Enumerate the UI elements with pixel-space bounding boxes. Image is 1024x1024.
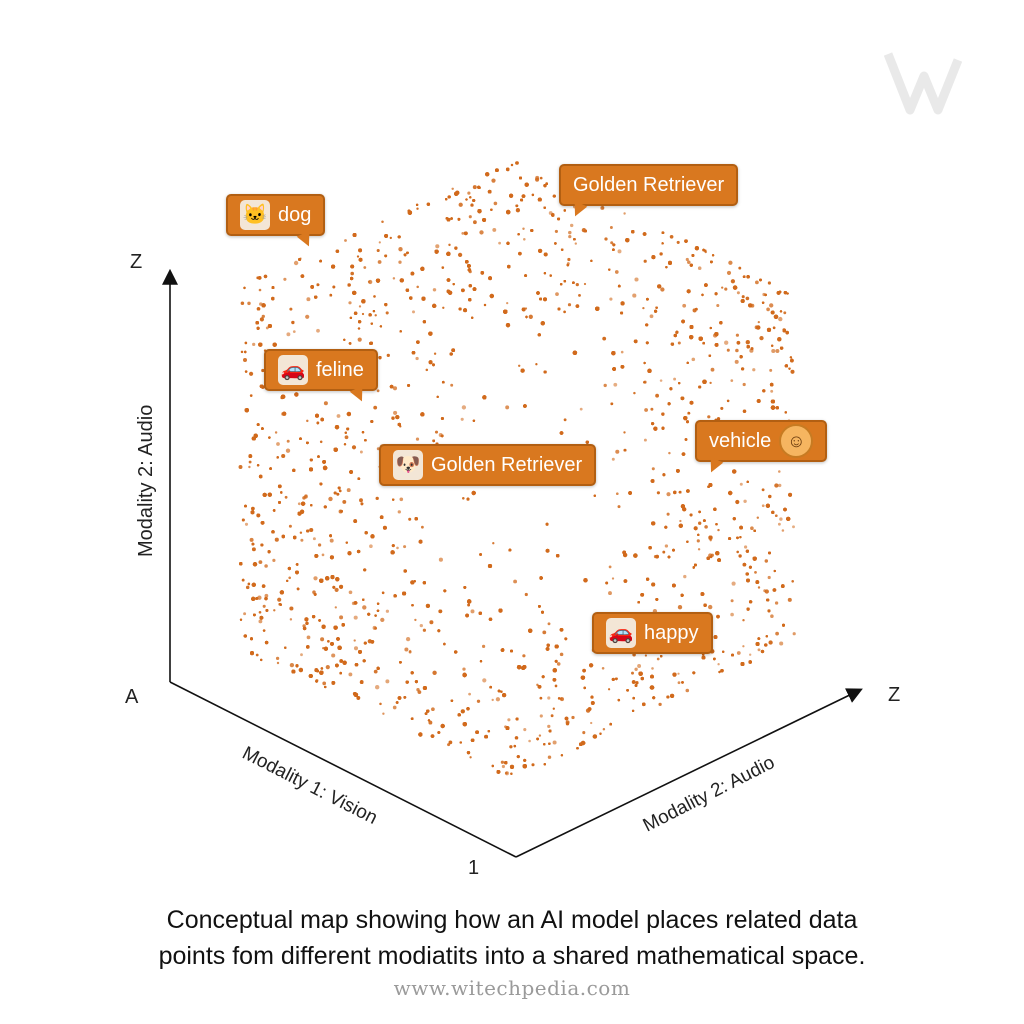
- right-diagonal-axis: [515, 688, 863, 858]
- vertical-axis-label: Modality 2: Audio: [135, 405, 157, 557]
- right-diagonal-axis-label: Modality 2: Audio: [640, 752, 778, 836]
- dog-face-icon: 🐶: [393, 450, 423, 480]
- label-feline: 🚗 feline: [264, 349, 378, 391]
- axis-letter-1: 1: [468, 857, 479, 879]
- brand-logo-icon: [883, 46, 963, 123]
- label-golden-retriever-center: 🐶 Golden Retriever: [379, 444, 597, 486]
- label-text: happy: [644, 621, 699, 644]
- axis-letter-a: A: [125, 686, 139, 708]
- figure-caption: Conceptual map showing how an AI model p…: [60, 902, 964, 974]
- label-text: dog: [278, 203, 312, 226]
- axis-letter-z-right: Z: [888, 684, 900, 706]
- watermark-url: www.witechpedia.com: [393, 976, 631, 1000]
- label-text: Golden Retriever: [431, 453, 583, 476]
- caption-line-1: Conceptual map showing how an AI model p…: [166, 906, 858, 934]
- left-diagonal-axis-label: Modality 1: Vision: [239, 743, 381, 829]
- label-text: Golden Retriever: [573, 173, 725, 196]
- label-text: vehicle: [709, 429, 772, 452]
- label-golden-retriever-top: Golden Retriever: [559, 164, 739, 206]
- label-text: feline: [316, 358, 364, 381]
- caption-line-2: points fom different modiatits into a sh…: [158, 942, 866, 970]
- left-diagonal-axis: [169, 681, 517, 858]
- label-dog: 🐱 dog: [226, 194, 326, 236]
- cat-face-icon: 🐱: [240, 200, 270, 230]
- car-icon: 🚗: [606, 618, 636, 648]
- smiley-icon: ☺: [779, 424, 814, 458]
- label-happy: 🚗 happy: [592, 612, 713, 654]
- car-icon: 🚗: [278, 355, 308, 385]
- label-vehicle: vehicle ☺: [695, 420, 828, 462]
- axis-letter-z-top: Z: [130, 251, 142, 273]
